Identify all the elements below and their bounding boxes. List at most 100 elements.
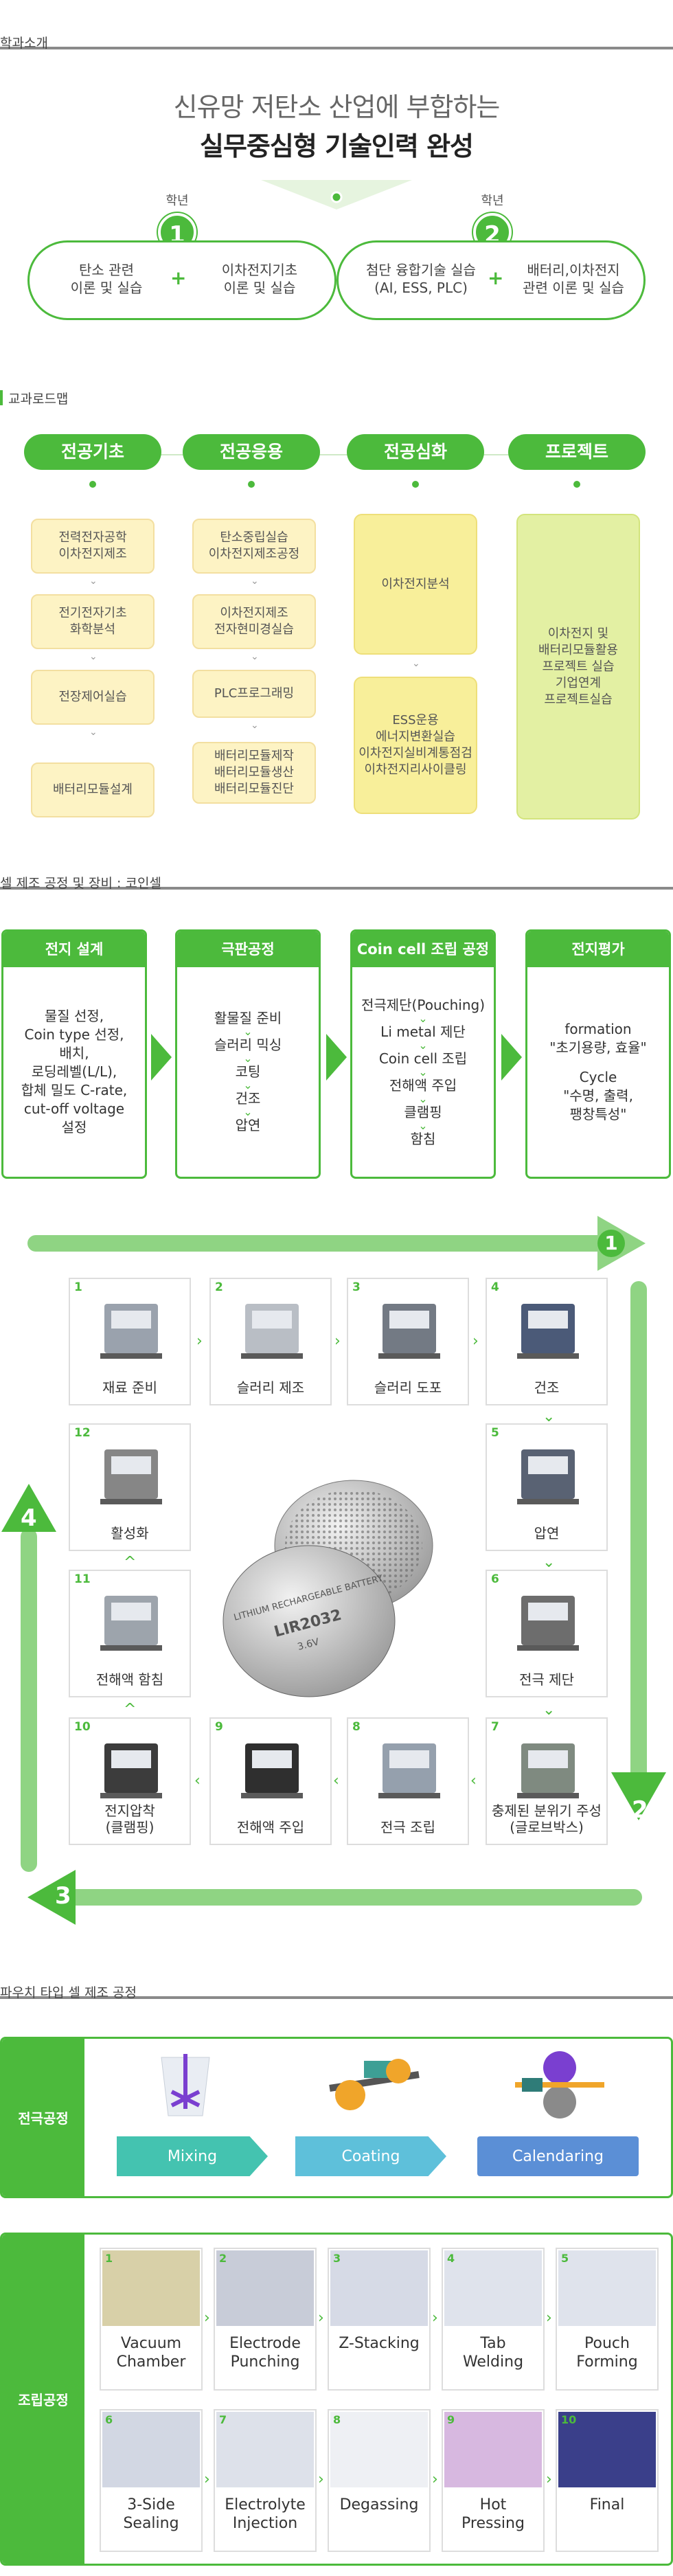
process-step: 전해액 주입: [389, 1076, 457, 1094]
flow-arrow-4: [21, 1528, 37, 1872]
tile-label: 전극 제단: [519, 1671, 574, 1688]
equipment-image: [241, 1743, 303, 1798]
process-steps: 활물질 준비⌄슬러리 믹싱⌄코팅⌄건조⌄압연: [177, 967, 319, 1177]
tile-number: 6: [105, 2413, 113, 2426]
process-card-title: 전지 설계: [3, 931, 145, 967]
year-2-item-2: 배터리,이차전지 관련 이론 및 실습: [523, 262, 624, 296]
arrow-down-icon: [611, 1772, 666, 1820]
tile-label: Degassing: [339, 2496, 419, 2513]
process-step: 전극제단(Pouching): [361, 996, 486, 1013]
tile-number: 4: [491, 1280, 499, 1294]
chevron-right-icon: ›: [204, 2471, 210, 2488]
chevron-down-icon: ⌄: [243, 1078, 253, 1092]
process-step: 활물질 준비: [214, 1010, 282, 1026]
tile-number: 4: [447, 2252, 455, 2265]
chevron-icon: ›: [472, 1333, 479, 1350]
chevron-icon: ⌄: [543, 1702, 556, 1719]
course-box: 전력전자공학 이차전지제조: [31, 519, 155, 574]
chevron-down-icon: ⌄: [418, 1038, 428, 1052]
course-box: 이차전지 및 배터리모듈활용 프로젝트 실습 기업연계 프로젝트실습: [516, 514, 640, 820]
tile-label: Vacuum Chamber: [116, 2335, 186, 2371]
connector-triangle: [261, 180, 412, 210]
tile-number: 8: [333, 2413, 341, 2426]
chevron-down-icon: ⌄: [243, 1052, 253, 1065]
flow-step-badge: 2: [632, 1796, 648, 1824]
chevron-icon: ⌄: [543, 1408, 556, 1425]
assembly-step-image: [330, 2412, 428, 2487]
chevron-down-icon: ⌄: [243, 1105, 253, 1118]
coin-cell-image: LITHIUM RECHARGEABLE BATTERY LIR2032 3.6…: [223, 1480, 433, 1697]
tile-label: Z-Stacking: [339, 2335, 420, 2352]
coating-step: Coating: [295, 2136, 446, 2176]
plus-icon: +: [488, 267, 504, 289]
chevron-icon: ‹: [333, 1772, 339, 1789]
roadmap-head-basic: 전공기초: [24, 434, 161, 470]
tile-number: 1: [74, 1280, 82, 1294]
roadmap-head-project: 프로젝트: [508, 434, 646, 470]
chevron-down-icon: ⌄: [412, 658, 420, 669]
chevron-icon: ‹: [194, 1772, 201, 1789]
tile-number: 8: [352, 1720, 361, 1734]
tile-number: 12: [74, 1426, 91, 1440]
chevron-down-icon: ⌄: [251, 651, 259, 662]
chevron-down-icon: ⌄: [89, 651, 98, 662]
calendaring-step: Calendaring: [477, 2136, 639, 2176]
assembly-step-image: [102, 2412, 200, 2487]
equipment-image: [241, 1304, 303, 1359]
process-card-title: 극판공정: [177, 931, 319, 967]
section-header-coin: 셀 제조 공정 및 장비 : 코인셀: [0, 869, 673, 891]
section-title: 파우치 타입 셀 제조 공정: [0, 1985, 137, 2000]
tile-label: 3-Side Sealing: [123, 2496, 179, 2532]
tile-number: 10: [74, 1720, 91, 1734]
flow-arrow-2: [630, 1281, 647, 1783]
process-step: formation: [564, 1021, 632, 1037]
chevron-down-icon: ⌄: [243, 1025, 253, 1038]
course-box: PLC프로그래밍: [192, 670, 316, 718]
flow-arrow-3: [62, 1889, 642, 1906]
equipment-image: [100, 1304, 162, 1359]
equipment-image: [378, 1743, 440, 1798]
arrow-left-icon: [27, 1870, 76, 1925]
tile-label: Electrolyte Injection: [225, 2496, 306, 2532]
process-step: Li metal 제단: [380, 1023, 466, 1040]
chevron-right-icon: ›: [318, 2309, 324, 2327]
chevron-right-icon: ›: [432, 2309, 438, 2327]
process-step: 합체 밀도 C-rate,: [21, 1082, 128, 1098]
tile-number: 5: [491, 1426, 499, 1440]
process-card-electrode: 극판공정 활물질 준비⌄슬러리 믹싱⌄코팅⌄건조⌄압연: [175, 929, 321, 1179]
equipment-image: [517, 1596, 579, 1651]
roadmap-dot: [412, 481, 419, 488]
assembly-step-image: [330, 2250, 428, 2326]
process-step: 물질 선정,: [44, 1008, 104, 1024]
arrow-up-icon: [1, 1484, 56, 1532]
assembly-step-tile[interactable]: 6 3-Side Sealing: [100, 2409, 203, 2552]
tile-number: 5: [561, 2252, 569, 2265]
tile-label: 건조: [534, 1379, 560, 1396]
hero-title: 실무중심형 기술인력 완성: [199, 131, 474, 161]
process-steps: 전극제단(Pouching)⌄Li metal 제단⌄Coin cell 조립⌄…: [352, 967, 494, 1177]
chevron-icon: ^: [124, 1701, 137, 1718]
equipment-tile[interactable]: 4 건조: [486, 1278, 608, 1405]
tile-number: 3: [333, 2252, 341, 2265]
equipment-image: [378, 1304, 440, 1359]
